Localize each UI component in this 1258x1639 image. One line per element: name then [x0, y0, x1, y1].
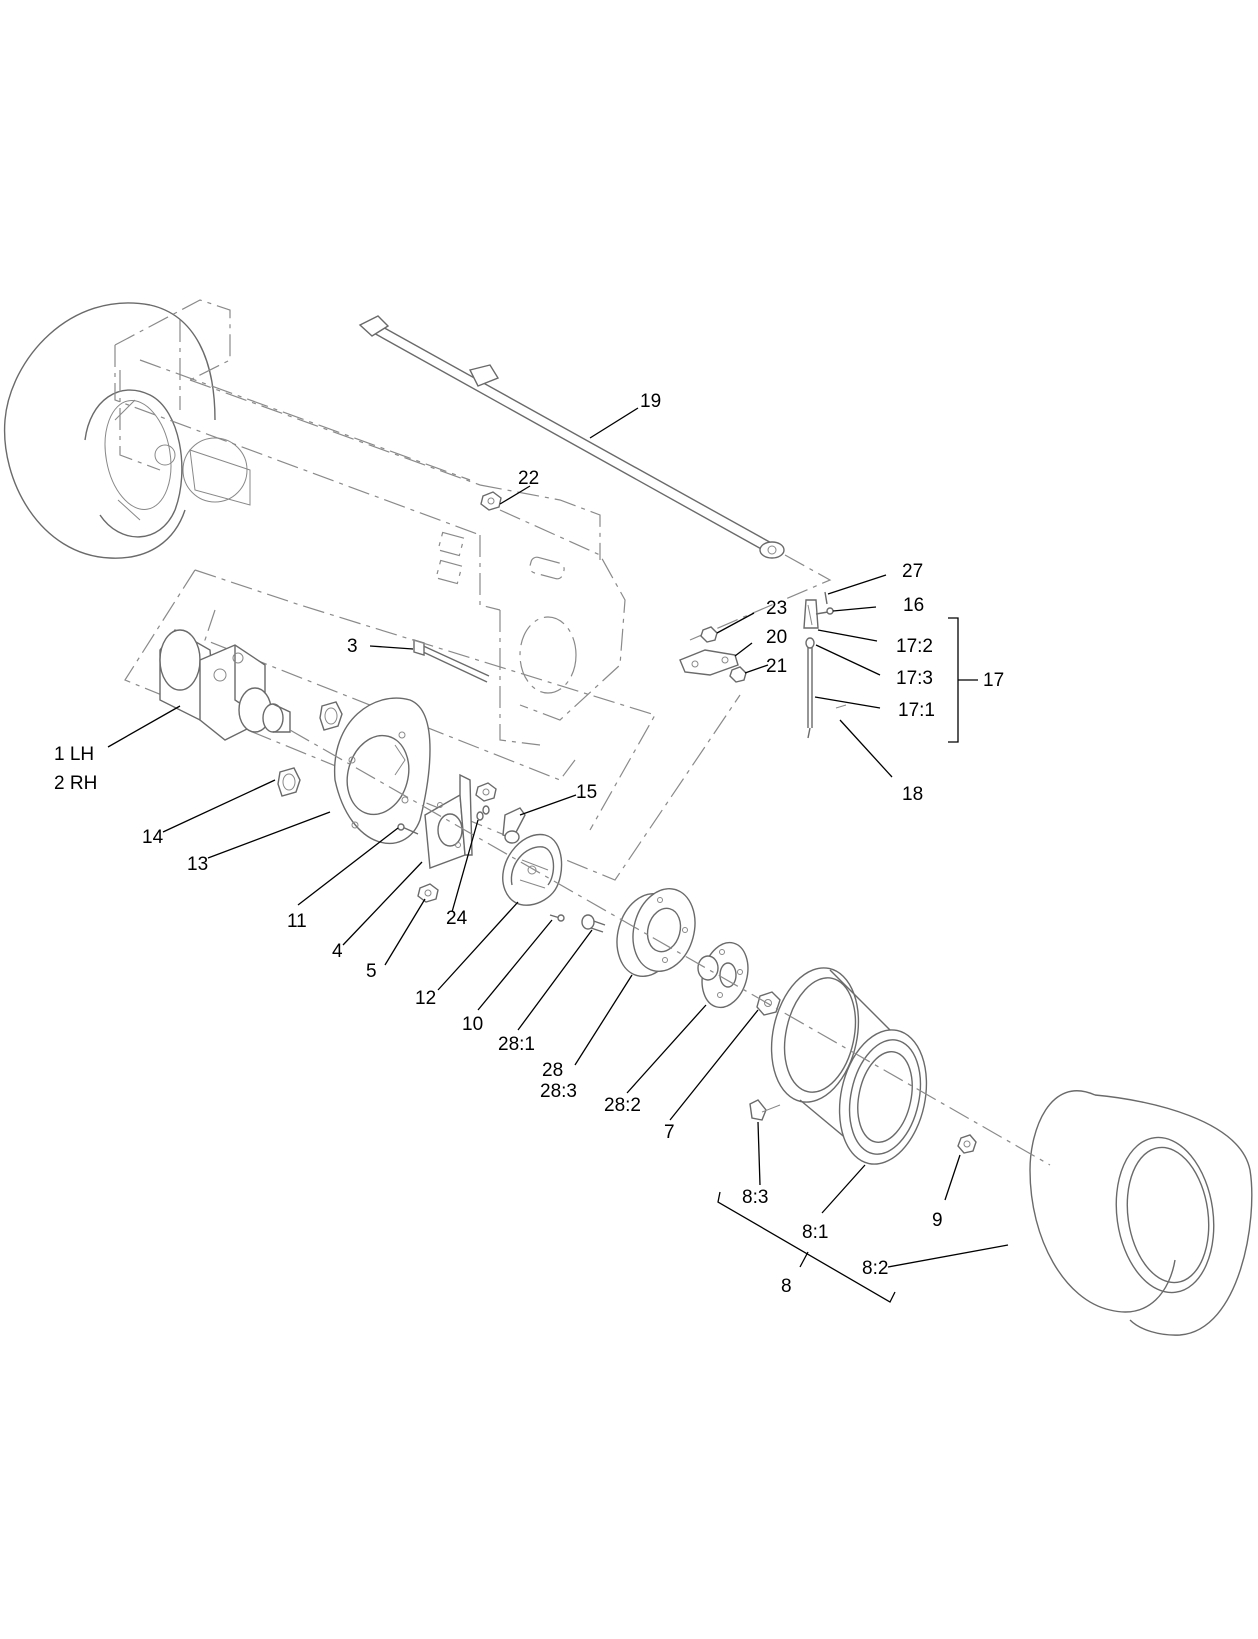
bolt-11 — [397, 823, 419, 835]
callout-8-1: 8:1 — [802, 1222, 828, 1243]
nut-23 — [700, 626, 718, 643]
callout-16: 16 — [903, 595, 924, 616]
wheel-stud — [581, 914, 606, 933]
callout-13: 13 — [187, 854, 208, 875]
callout-8-3: 8:3 — [742, 1187, 768, 1208]
bolt-21 — [729, 666, 747, 683]
lug-nut — [957, 1134, 977, 1154]
bolt-3 — [413, 639, 490, 683]
brake-lever — [502, 807, 526, 844]
brake-cable — [803, 599, 847, 739]
callout-1-lh: 1 LH — [54, 744, 94, 765]
callout-17-1: 17:1 — [898, 700, 935, 721]
brake-bracket — [424, 773, 473, 869]
brake-backing-plate — [334, 697, 431, 844]
rear-wheel-upper-left — [3, 302, 216, 559]
wheel-hub — [697, 941, 749, 1009]
group-bracket-17 — [948, 617, 978, 743]
callout-9: 9 — [932, 1210, 943, 1231]
callout-15: 15 — [576, 782, 597, 803]
valve-stem — [749, 1099, 781, 1121]
callout-27: 27 — [902, 561, 923, 582]
callout-3: 3 — [347, 636, 358, 657]
callout-14: 14 — [142, 827, 164, 848]
clevis-pin-16 — [815, 607, 834, 615]
callout-4: 4 — [332, 941, 343, 962]
cable-bracket — [679, 649, 739, 676]
bolt-10 — [549, 914, 565, 922]
callout-17-3: 17:3 — [896, 668, 933, 689]
wheel-motor — [159, 629, 291, 741]
callout-22: 22 — [518, 468, 539, 489]
callout-17-2: 17:2 — [896, 636, 933, 657]
wheel-rim — [770, 967, 928, 1165]
cotter-pin-27 — [824, 591, 828, 605]
callout-8-2: 8:2 — [862, 1258, 888, 1279]
callout-5: 5 — [366, 961, 377, 982]
washer-24 — [476, 805, 490, 821]
callout-2-rh: 2 RH — [54, 773, 97, 794]
group-bracket-8 — [717, 1191, 896, 1303]
callout-28-2: 28:2 — [604, 1095, 641, 1116]
callout-19: 19 — [640, 391, 661, 412]
callout-28-3: 28:3 — [540, 1081, 577, 1102]
callout-17: 17 — [983, 670, 1004, 691]
assembly-centerline — [289, 729, 1051, 1166]
callout-8: 8 — [781, 1276, 792, 1297]
callout-11: 11 — [287, 911, 307, 932]
callout-18: 18 — [902, 784, 923, 805]
nut-upper — [475, 782, 497, 802]
brake-drum — [616, 887, 696, 978]
callout-28-1: 28:1 — [498, 1034, 535, 1055]
callout-23: 23 — [766, 598, 787, 619]
brake-shoe-assembly — [502, 833, 563, 906]
spacer-14 — [277, 767, 301, 797]
callout-24: 24 — [446, 908, 468, 929]
spacer-upper — [319, 701, 343, 731]
nut-22 — [480, 491, 502, 511]
callout-12: 12 — [415, 988, 436, 1009]
parking-brake-rod — [358, 315, 832, 641]
callout-7: 7 — [664, 1122, 675, 1143]
tire — [1029, 1090, 1253, 1336]
nut-5 — [417, 883, 439, 903]
callout-labels: 19 22 3 1 LH 2 RH 14 13 11 4 5 24 12 10 … — [54, 391, 1004, 1297]
callout-28: 28 — [542, 1060, 563, 1081]
callout-20: 20 — [766, 627, 787, 648]
leader-lines — [107, 407, 1009, 1268]
callout-21: 21 — [766, 656, 787, 677]
callout-10: 10 — [462, 1014, 483, 1035]
